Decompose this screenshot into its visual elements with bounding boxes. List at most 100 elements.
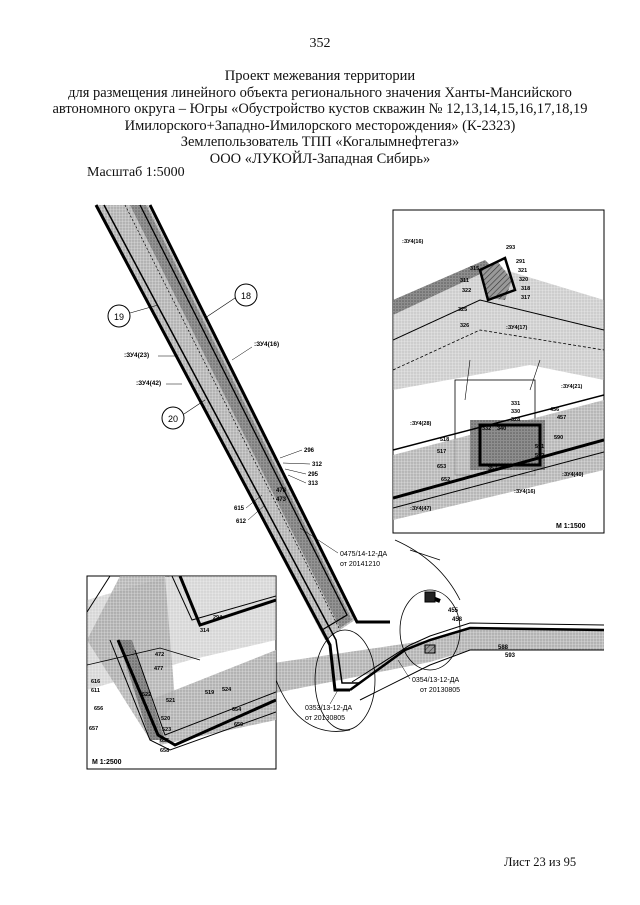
point-label: 318	[521, 286, 530, 292]
point-label: 322	[462, 288, 471, 294]
point-label: 314	[200, 628, 210, 634]
title-line: Проект межевания территории	[224, 68, 416, 84]
point-labels: 296 312 295 313 478 473 615 612	[234, 448, 323, 525]
point-label: 331	[511, 401, 520, 407]
title-line: ООО «ЛУКОЙЛ-Западная Сибирь»	[209, 150, 431, 167]
point-label: 472	[155, 652, 164, 658]
point-label: 652	[441, 477, 450, 483]
zone-label: :ЗУ4(40)	[562, 472, 583, 478]
title-line: Землепользователь ТПП «Когалымнефтегаз»	[180, 134, 460, 151]
point-label: 521	[166, 698, 175, 704]
point-label: 653	[437, 464, 446, 470]
inset-scale: М 1:1500	[556, 523, 586, 530]
point-label: 656	[94, 706, 103, 712]
callout-date: от 20141210	[340, 561, 380, 568]
zoom-guides	[275, 539, 461, 732]
zone-label: :ЗУ4(16)	[514, 489, 535, 495]
zone-label: :ЗУ4(17)	[506, 325, 527, 331]
point-label: 291	[516, 259, 525, 265]
zone-label: :ЗУ4(42)	[136, 380, 161, 387]
point-label: 455	[448, 608, 459, 614]
callout-date: от 20130805	[420, 687, 460, 694]
point-label: 328	[511, 417, 520, 423]
point-label: 523	[162, 727, 171, 733]
corridor-boundaries	[94, 204, 390, 692]
point-label: 588	[498, 645, 509, 651]
point-label: 478	[276, 488, 287, 494]
point-label: 615	[234, 506, 245, 512]
point-label: 658	[160, 748, 169, 754]
point-label: 317	[521, 295, 530, 301]
point-label: 659	[234, 722, 243, 728]
point-label: 477	[154, 666, 163, 672]
document-title: Проект межевания территории для размещен…	[40, 68, 600, 168]
zone-label: :ЗУ4(16)	[254, 341, 279, 348]
circle-label: 19	[114, 312, 124, 322]
point-label: 612	[236, 519, 247, 525]
point-label: 311	[460, 278, 469, 284]
point-label: 518	[440, 437, 449, 443]
inset-top: :ЗУ4(16) :ЗУ4(17) :ЗУ4(21) :ЗУ4(28) :ЗУ4…	[392, 209, 605, 534]
point-label: 611	[91, 688, 100, 694]
point-label: 458	[452, 617, 463, 623]
point-label: 357	[488, 466, 497, 472]
diagonal-corridor-dense	[130, 205, 352, 628]
callout-number: 0353/13-12-ДА	[305, 705, 352, 712]
point-label: 519	[205, 690, 214, 696]
point-label: 654	[232, 707, 242, 713]
point-label: 315	[470, 266, 479, 272]
point-label: 330	[511, 409, 520, 415]
point-label: 321	[518, 268, 527, 274]
point-label: 313	[308, 481, 319, 487]
point-label: 522	[142, 692, 151, 698]
zone-label: :ЗУ4(28)	[410, 421, 431, 427]
point-label: 593	[505, 653, 516, 659]
page-number: 352	[309, 36, 331, 51]
zone-label: :ЗУ4(21)	[561, 384, 582, 390]
lower-pipelines	[349, 591, 605, 701]
sheet-label: Лист 23 из 95	[504, 855, 577, 869]
title-line: для размещения линейного объекта региона…	[68, 84, 572, 101]
inset-left: 294 314 472 477 616 611 522 521 519 524 …	[86, 575, 277, 770]
inset-scale: М 1:2500	[92, 759, 122, 766]
point-label: 293	[506, 245, 515, 251]
point-label: 295	[308, 472, 319, 478]
point-label: 657	[89, 726, 98, 732]
zone-labels: :ЗУ4(23) :ЗУ4(42) :ЗУ4(16)	[124, 341, 279, 387]
title-line: Имилорского+Западно-Имилорского месторож…	[124, 117, 516, 134]
point-label: 326	[460, 323, 469, 329]
point-label: 590	[554, 435, 563, 441]
inset-top-labels: :ЗУ4(16) :ЗУ4(17) :ЗУ4(21) :ЗУ4(28) :ЗУ4…	[402, 239, 583, 512]
point-label: 616	[91, 679, 100, 685]
point-label: 524	[222, 687, 232, 693]
zone-label: :ЗУ4(47)	[410, 506, 431, 512]
point-label: 325	[458, 307, 467, 313]
point-label: 320	[519, 277, 528, 283]
right-point-labels: 455 458 588 593	[448, 608, 516, 659]
point-label: 591	[535, 444, 544, 450]
point-label: 520	[161, 716, 170, 722]
point-label: 473	[276, 497, 287, 503]
scale-label: Масштаб 1:5000	[87, 165, 185, 180]
point-label: 296	[304, 448, 315, 454]
inset-left-labels: 294 314 472 477 616 611 522 521 519 524 …	[89, 615, 243, 754]
point-label: 294	[213, 615, 223, 621]
point-label: 655	[160, 738, 169, 744]
circle-label: 20	[168, 414, 178, 424]
zone-label: :ЗУ4(16)	[402, 239, 423, 245]
callout-number: 0354/13-12-ДА	[412, 677, 459, 684]
point-label: 340	[497, 426, 506, 432]
point-label: 457	[557, 415, 566, 421]
point-label: 312	[312, 462, 323, 468]
callout-number: 0475/14-12-ДА	[340, 551, 387, 558]
circle-label: 18	[241, 291, 251, 301]
point-label: 517	[437, 449, 446, 455]
point-label: 456	[550, 407, 559, 413]
point-label: 332	[482, 426, 491, 432]
pipeline-band-horizontal	[240, 628, 604, 700]
title-line: автономного округа – Югры «Обустройство …	[52, 101, 588, 118]
circle-markers: 19 18 20	[107, 283, 258, 430]
callout-date: от 20130805	[305, 715, 345, 722]
callouts: 0475/14-12-ДА от 20141210 0354/13-12-ДА …	[299, 527, 460, 722]
